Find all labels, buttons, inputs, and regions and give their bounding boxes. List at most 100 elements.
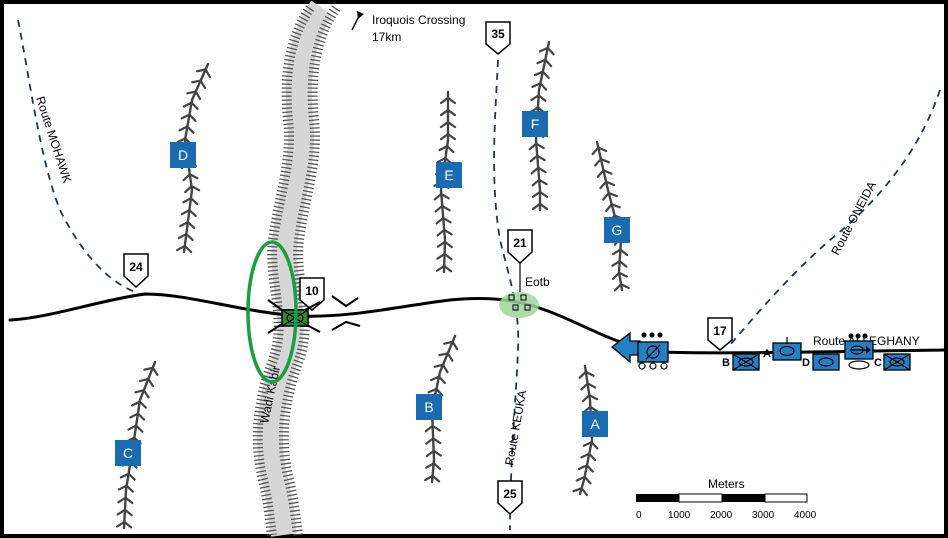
friendly-unit-a[interactable] (772, 337, 802, 361)
svg-text:10: 10 (305, 284, 319, 298)
ridge-tick (446, 121, 457, 129)
green-objective-ellipse (246, 240, 298, 384)
svg-text:35: 35 (491, 27, 505, 41)
svg-text:24: 24 (129, 260, 143, 274)
ridge-tick (611, 271, 621, 280)
svg-text:17: 17 (713, 324, 727, 338)
ridge-tick (546, 46, 555, 56)
svg-text:D: D (178, 147, 188, 163)
ridge-tick (138, 400, 148, 409)
ridge-tick (436, 240, 447, 248)
friendly-unit-d[interactable] (812, 353, 840, 371)
ridge-tick (182, 197, 193, 204)
checkpoint-24[interactable]: 24 (123, 253, 149, 289)
ridge-tick (199, 79, 207, 90)
ridge-tick (619, 248, 629, 257)
ridge-tick (446, 145, 455, 154)
ridge-tick (538, 202, 549, 211)
ridge-tick (123, 508, 133, 517)
crossing-label: Iroquois Crossing (372, 13, 465, 27)
checkpoint-17[interactable]: 17 (707, 317, 733, 351)
ridge-tick (619, 283, 630, 290)
ridge-tick (443, 264, 453, 273)
ridge-tick (127, 472, 136, 481)
ridge-tick (611, 260, 621, 267)
ridge-tick (446, 96, 457, 105)
ridge-tick (436, 228, 446, 237)
checkpoint-21[interactable]: 21 (507, 229, 533, 292)
ridge-tick (583, 475, 592, 485)
ridge-tick (188, 209, 197, 218)
scale-tick-1000: 1000 (668, 510, 691, 521)
ridge-tick (430, 375, 441, 382)
ridge-tick (439, 108, 450, 117)
ridge-tick (578, 370, 587, 379)
ridge-tick (443, 240, 453, 249)
eotb-site[interactable]: Eotb (499, 275, 550, 318)
ridge-tick (186, 220, 196, 230)
friendly-unit-hq[interactable] (844, 333, 874, 370)
friendly-unit-c[interactable] (883, 353, 911, 371)
ridge-tick (117, 484, 128, 491)
ridge-tick (184, 185, 193, 194)
crossing-distance: 17km (372, 30, 401, 44)
objective-e[interactable]: E (436, 162, 462, 188)
ridge-tick (432, 462, 442, 471)
unit-letter-d: D (802, 357, 810, 369)
checkpoint-35[interactable]: 35 (485, 21, 511, 55)
ridge-tick (439, 121, 450, 129)
ridge-tick (178, 125, 189, 132)
ridge-tick (123, 520, 133, 529)
ridge-tick (425, 462, 435, 469)
ridge-tick (183, 244, 193, 253)
checkpoint-25[interactable]: 25 (497, 480, 523, 516)
ridge-tick (531, 190, 542, 198)
friendly-lead-unit[interactable] (637, 332, 669, 370)
ridge-tick (135, 424, 144, 433)
ridge-tick (599, 157, 610, 164)
ridge-tick (451, 340, 459, 351)
ridge-tick (588, 394, 599, 401)
ridge-tick (147, 377, 155, 388)
ridge-tick (584, 370, 595, 377)
scale-title: Meters (708, 477, 745, 491)
objective-g[interactable]: G (604, 217, 630, 243)
ridge-tick (134, 389, 145, 394)
ridge-tick (435, 216, 445, 225)
objective-a[interactable]: A (582, 411, 608, 437)
ridge-tick (446, 133, 457, 141)
ridge-tick (582, 441, 593, 447)
ridge-tick (538, 190, 549, 198)
svg-text:25: 25 (503, 487, 517, 501)
ridge-tick (530, 94, 540, 102)
ridge-tick (590, 441, 599, 450)
ridge-tick (610, 203, 621, 209)
objective-c[interactable]: C (115, 440, 141, 466)
ridge-tick (581, 394, 591, 403)
ridge-tick (577, 464, 589, 470)
ridge-tick (435, 264, 446, 272)
objective-f[interactable]: F (522, 111, 548, 137)
scale-tick-3000: 3000 (752, 510, 775, 521)
ridge-tick (182, 101, 193, 108)
ridge-tick (190, 101, 199, 111)
scale-bar: Meters 0 1000 2000 3000 4000 (636, 477, 817, 521)
ridge-d (176, 62, 212, 254)
ridge-tick (530, 166, 540, 175)
ridge-tick (537, 94, 547, 102)
route-alleghany-road (8, 292, 946, 355)
objective-b[interactable]: B (416, 394, 442, 420)
ridge-tick (441, 204, 451, 212)
objective-d[interactable]: D (170, 142, 196, 168)
ridge-tick (538, 178, 548, 186)
wadi-kabir (252, 0, 341, 537)
ridge-tick (196, 68, 207, 73)
ridge-tick (536, 154, 546, 162)
ridge-tick (432, 437, 442, 445)
ridge-tick (531, 202, 542, 211)
friendly-unit-b[interactable] (732, 353, 760, 371)
ridge-tick (442, 216, 452, 224)
ridge-tick (607, 191, 618, 198)
scale-tick-2000: 2000 (710, 510, 733, 521)
